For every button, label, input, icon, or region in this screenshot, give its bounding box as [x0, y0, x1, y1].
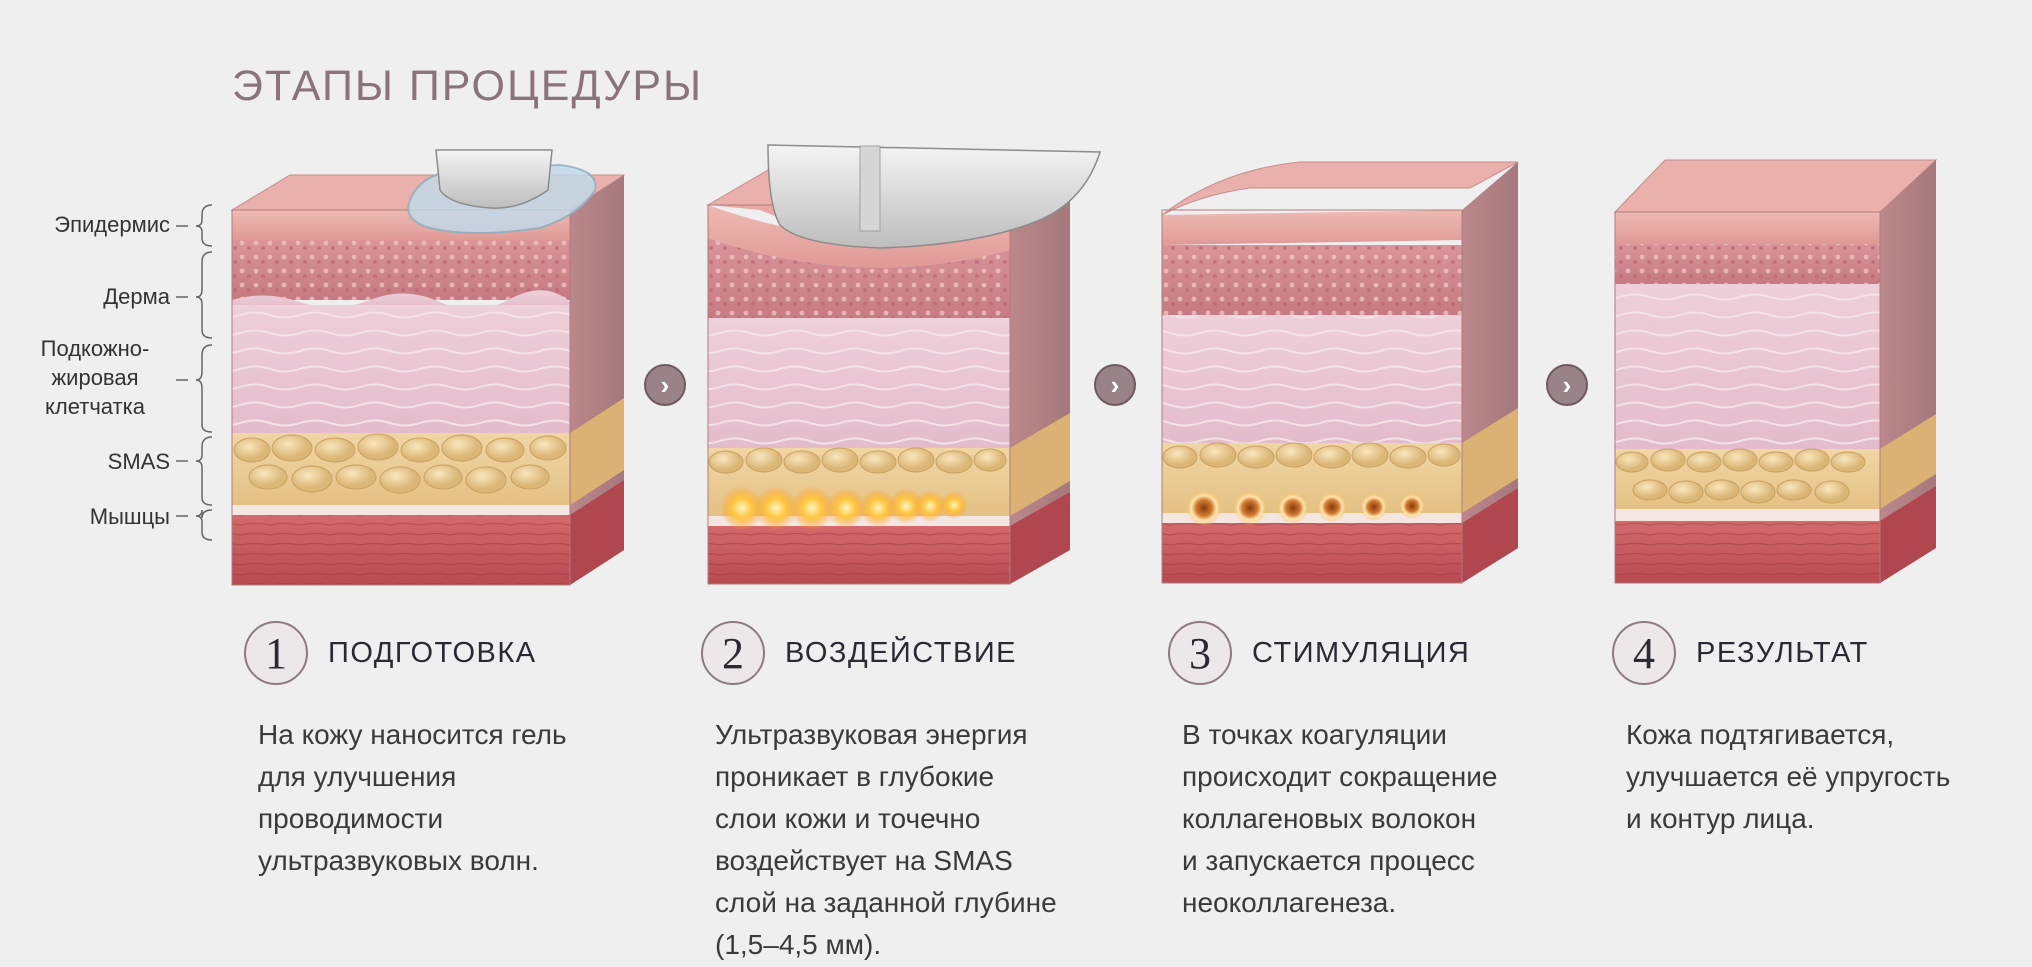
label-subcutaneous: Подкожно- жировая клетчатка [40, 336, 150, 419]
step-4: 4 РЕЗУЛЬТАТ Кожа подтягивается, улучшает… [1612, 618, 1972, 840]
step-number-badge: 2 [701, 621, 765, 685]
label-smas: SMAS [107, 449, 170, 474]
skin-block-2 [706, 144, 1102, 585]
step-description: Кожа подтягивается, улучшается её упруго… [1626, 719, 1951, 834]
coagulation-points [1186, 490, 1425, 526]
next-step-arrow-1[interactable]: › [644, 364, 686, 406]
label-epidermis: Эпидермис [54, 212, 170, 237]
step-title: СТИМУЛЯЦИЯ [1252, 636, 1471, 669]
layer-braces [176, 204, 213, 541]
step-2: 2 ВОЗДЕЙСТВИЕ Ультразвуковая энергия про… [701, 618, 1061, 966]
step-description: На кожу наносится гель для улучшения про… [258, 719, 567, 876]
step-3-header: 3 СТИМУЛЯЦИЯ [1168, 618, 1528, 688]
step-number-badge: 1 [244, 621, 308, 685]
label-muscles: Мышцы [89, 504, 170, 529]
skin-diagram [176, 144, 1938, 586]
next-step-arrow-3[interactable]: › [1546, 364, 1588, 406]
chevron-right-icon: › [660, 369, 670, 400]
chevron-right-icon: › [1562, 369, 1572, 400]
page-title: ЭТАПЫ ПРОЦЕДУРЫ [232, 62, 704, 110]
step-description: В точках коагуляции происходит сокращени… [1182, 719, 1498, 918]
step-2-header: 2 ВОЗДЕЙСТВИЕ [701, 618, 1061, 688]
skin-block-4 [1613, 159, 1938, 584]
step-4-header: 4 РЕЗУЛЬТАТ [1612, 618, 1972, 688]
step-3: 3 СТИМУЛЯЦИЯ В точках коагуляции происхо… [1168, 618, 1528, 924]
skin-block-1 [230, 149, 626, 586]
step-1-header: 1 ПОДГОТОВКА [244, 618, 604, 688]
step-description: Ультразвуковая энергия проникает в глубо… [715, 719, 1057, 960]
step-title: РЕЗУЛЬТАТ [1696, 636, 1869, 669]
next-step-arrow-2[interactable]: › [1094, 364, 1136, 406]
step-title: ПОДГОТОВКА [328, 636, 537, 669]
skin-block-3 [1161, 161, 1519, 584]
energy-focal-points [720, 486, 968, 530]
step-number-badge: 3 [1168, 621, 1232, 685]
step-number-badge: 4 [1612, 621, 1676, 685]
step-1: 1 ПОДГОТОВКА На кожу наносится гель для … [244, 618, 604, 882]
label-dermis: Дерма [103, 284, 170, 309]
chevron-right-icon: › [1110, 369, 1120, 400]
step-title: ВОЗДЕЙСТВИЕ [785, 636, 1018, 669]
